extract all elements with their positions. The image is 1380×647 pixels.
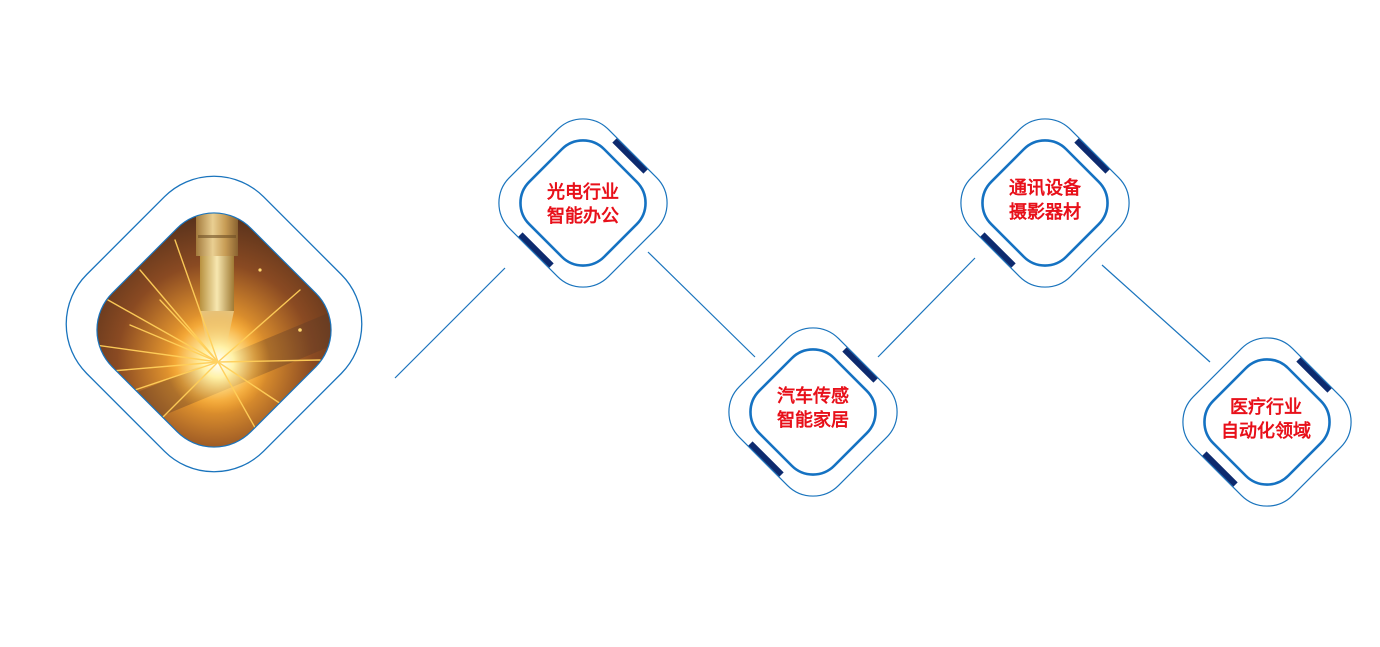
- connector-line: [395, 268, 505, 378]
- node-line-2: 智能办公: [508, 205, 658, 229]
- node-label-optoelectronics: 光电行业 智能办公: [508, 181, 658, 229]
- hero-photo-frame: [37, 147, 391, 501]
- connector-line: [878, 258, 975, 357]
- laser-cutting-sparks-photo: [60, 175, 370, 485]
- node-line-2: 摄影器材: [970, 201, 1120, 225]
- node-label-communications: 通讯设备 摄影器材: [970, 177, 1120, 225]
- node-line-1: 通讯设备: [970, 177, 1120, 201]
- node-label-automotive: 汽车传感 智能家居: [738, 385, 888, 433]
- node-line-2: 智能家居: [738, 409, 888, 433]
- node-line-1: 医疗行业: [1191, 396, 1341, 420]
- connector-line: [648, 252, 755, 357]
- connector-line: [1102, 265, 1210, 362]
- node-line-2: 自动化领域: [1191, 420, 1341, 444]
- node-line-1: 汽车传感: [738, 385, 888, 409]
- node-label-medical: 医疗行业 自动化领域: [1191, 396, 1341, 444]
- node-line-1: 光电行业: [508, 181, 658, 205]
